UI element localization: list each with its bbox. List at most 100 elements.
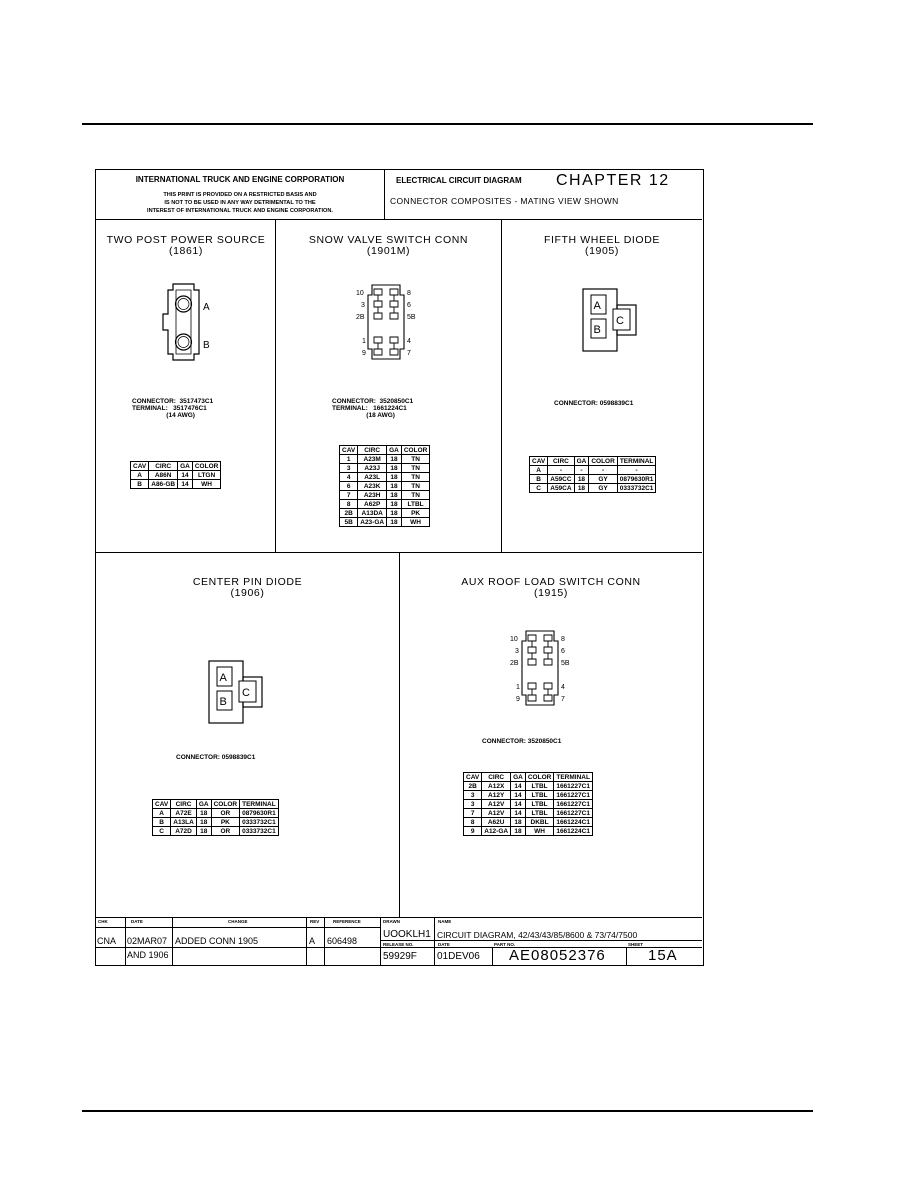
pin-a: A (594, 300, 602, 312)
panel-title: FIFTH WHEEL DIODE (544, 234, 660, 246)
pin-6: 6 (407, 302, 411, 309)
checked-by: CNA (97, 936, 117, 946)
diagram-sheet: INTERNATIONAL TRUCK AND ENGINE CORPORATI… (95, 169, 704, 966)
pin-10: 10 (510, 636, 518, 643)
col-divider-2 (501, 219, 502, 552)
pin-2b: 2B (356, 314, 365, 321)
pin-8: 8 (561, 636, 565, 643)
connector-info: CONNECTOR: 3520850C1 TERMINAL: 1661224C1… (332, 398, 414, 419)
release-number: 59929F (383, 951, 417, 962)
change-description-cont: AND 1906 (127, 950, 169, 960)
pin-4: 4 (407, 338, 411, 345)
pin-b: B (220, 696, 227, 708)
panel-title: TWO POST POWER SOURCE (106, 234, 266, 246)
pin-1: 1 (516, 684, 520, 691)
pin-5b: 5B (561, 660, 570, 667)
bottom-rule (82, 1110, 813, 1112)
panel-code: (1906) (230, 587, 265, 599)
pin-3: 3 (361, 302, 365, 309)
two-post-connector-drawing: A B (162, 283, 210, 361)
pin-label-a: A (203, 302, 210, 313)
diode-connector-drawing: A B C (208, 660, 263, 724)
col-divider-3 (399, 552, 400, 917)
ten-pin-connector-drawing: 10 8 3 6 2B 5B 1 4 9 7 (510, 630, 570, 706)
panel-code: (1915) (534, 587, 568, 599)
pin-10: 10 (356, 290, 364, 297)
panel-title: CENTER PIN DIODE (192, 576, 303, 588)
pin-1: 1 (362, 338, 366, 345)
panel-code: (1901M) (366, 245, 411, 257)
pin-label-b: B (203, 340, 210, 351)
panel-code: (1905) (585, 245, 619, 257)
pin-c: C (242, 687, 250, 699)
panel-code: (1861) (169, 245, 203, 257)
connector-info: CONNECTOR: 0598839C1 (176, 754, 256, 761)
diagram-subtitle: CONNECTOR COMPOSITES - MATING VIEW SHOWN (390, 196, 619, 206)
table-row: A---- (528, 465, 657, 475)
pin-4: 4 (561, 684, 565, 691)
chapter-label: CHAPTER 12 (556, 172, 670, 189)
pin-b: B (594, 324, 601, 336)
top-rule (82, 123, 813, 125)
drawn-by: UOOKLH1 (383, 929, 431, 940)
pin-9: 9 (516, 696, 520, 703)
diode-connector-drawing: A B C (582, 288, 637, 352)
change-date: 02MAR07 (127, 936, 168, 946)
pin-8: 8 (407, 290, 411, 297)
drawing-name: CIRCUIT DIAGRAM, 42/43/43/85/8600 & 73/7… (437, 930, 638, 940)
col-divider-1 (275, 219, 276, 552)
header-bottom-line (96, 219, 702, 220)
pin-c: C (616, 315, 624, 327)
restricted-notice: THIS PRINT IS PROVIDED ON A RESTRICTED B… (147, 192, 333, 214)
revision: A (309, 936, 316, 946)
pin-9: 9 (362, 350, 366, 357)
pin-a: A (220, 672, 228, 684)
pin-5b: 5B (407, 314, 416, 321)
connector-info: CONNECTOR: 3517473C1 TERMINAL: 3517476C1… (132, 398, 214, 419)
header-divider (384, 170, 385, 219)
panel-title: AUX ROOF LOAD SWITCH CONN (461, 576, 641, 588)
change-description: ADDED CONN 1905 (175, 936, 259, 946)
ten-pin-connector-drawing: 10 8 3 6 2B 5B 1 4 9 7 (356, 284, 416, 360)
pin-7: 7 (561, 696, 565, 703)
panel-title: SNOW VALVE SWITCH CONN (308, 234, 469, 246)
reference-number: 606498 (327, 936, 358, 946)
pin-7: 7 (407, 350, 411, 357)
company-name: INTERNATIONAL TRUCK AND ENGINE CORPORATI… (135, 175, 345, 184)
release-date: 01DEV06 (437, 951, 480, 962)
part-number: AE08052376 (509, 947, 606, 964)
sheet-number: 15A (648, 947, 678, 964)
pin-6: 6 (561, 648, 565, 655)
